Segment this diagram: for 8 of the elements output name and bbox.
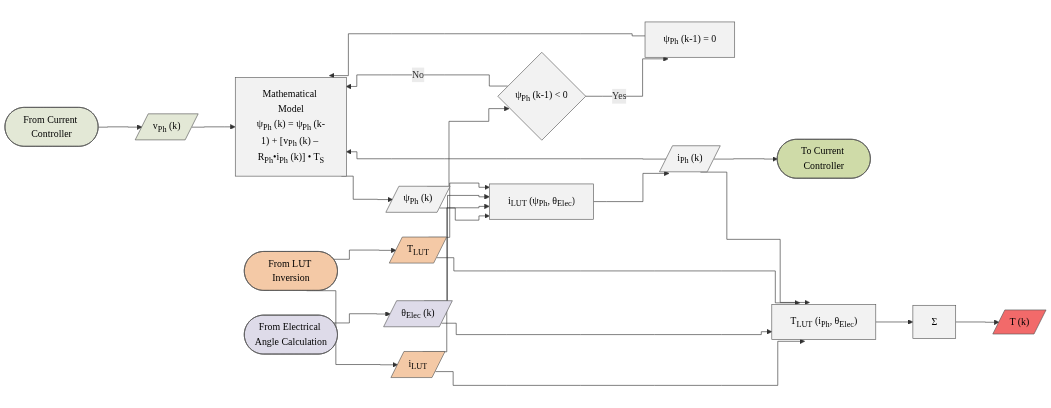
node-box: ψ$_{Ph}$ (k-1) = 0 xyxy=(644,21,735,58)
node-box: i$_{LUT}$ (ψ$_{Ph}$, θ$_{Elec}$) xyxy=(489,183,594,220)
edge-label: Yes xyxy=(612,91,627,102)
node-box: Σ xyxy=(912,305,956,340)
node-box: Mathematical Model ψ$_{Ph}$ (k) = ψ$_{Ph}$ (k-1) + [v$_{Ph}$ (k) – R$_{Ph}$•i$_{Ph}$ (k)] • T$_{S}$ xyxy=(234,77,347,177)
edge-label: No xyxy=(411,69,425,81)
node-box: T$_{LUT}$ (i$_{Ph}$, θ$_{Elec}$) xyxy=(771,304,877,341)
node-diamond: ψ$_{Ph}$ (k-1) < 0 xyxy=(497,52,587,141)
